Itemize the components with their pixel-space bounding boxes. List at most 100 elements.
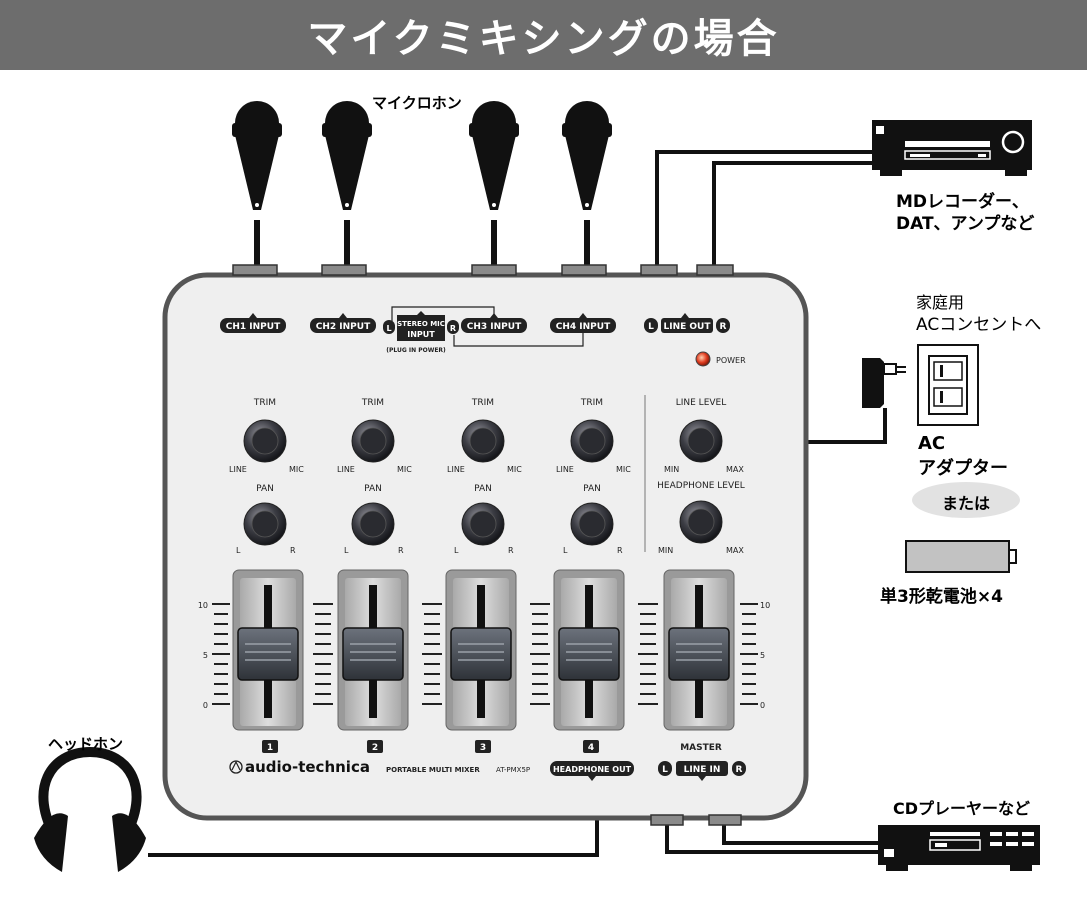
battery-icon: [905, 540, 1017, 573]
stereo-mic-line2: INPUT: [407, 330, 435, 339]
scale-0-left: 0: [203, 701, 208, 710]
pan-label: PAN: [256, 484, 274, 494]
trim-right-label: MIC: [289, 465, 304, 474]
headphone-out-label: HEADPHONE OUT: [550, 761, 634, 781]
ch1-input-label: CH1 INPUT: [226, 322, 281, 332]
outlet-label-2: ACコンセントへ: [916, 315, 1042, 335]
fader-master: [663, 569, 735, 731]
line-out-r: R: [720, 322, 727, 332]
faders: [232, 569, 735, 731]
microphones: [232, 101, 612, 270]
plug-in-power-note: (PLUG IN POWER): [386, 347, 446, 354]
stereo-mic-line1: STEREO MIC: [397, 320, 445, 328]
trim-label: TRIM: [471, 398, 494, 408]
line-level-max: MAX: [726, 465, 744, 474]
pan-right-label: R: [508, 546, 514, 555]
ac-adapter-label-2: アダプター: [918, 458, 1008, 479]
fader-ticks: [212, 603, 758, 705]
pan-knobs: PAN L R PAN L R PAN L R PAN L R: [236, 481, 745, 555]
scale-5-right: 5: [760, 651, 765, 660]
headphone-level-knob: HEADPHONE LEVEL MIN MAX: [657, 481, 745, 555]
headphone-level-min: MIN: [658, 546, 673, 555]
pan-label: PAN: [583, 484, 601, 494]
brand-block: audio-technica PORTABLE MULTI MIXER AT-P…: [229, 758, 530, 776]
input-labels: CH1 INPUT CH2 INPUT CH3 INPUT CH4 INPUT: [220, 313, 616, 333]
channel-2-number: 2: [372, 743, 378, 753]
trim-right-label: MIC: [616, 465, 631, 474]
power-led-icon: [695, 351, 711, 367]
line-out-text: LINE OUT: [664, 322, 712, 332]
stereo-mic-r: R: [450, 324, 456, 333]
trim-label: TRIM: [361, 398, 384, 408]
trim-knob-ch1: TRIM LINE MIC: [229, 398, 304, 474]
line-in-text: LINE IN: [684, 765, 721, 775]
page-title: マイクミキシングの場合: [307, 16, 780, 62]
ch2-input-label: CH2 INPUT: [316, 322, 371, 332]
fader-scale: 10 5 0 10 5 0: [198, 601, 770, 710]
md-recorder-icon: [872, 120, 1032, 176]
ch4-input-label: CH4 INPUT: [556, 322, 611, 332]
trim-right-label: MIC: [397, 465, 412, 474]
outlet-label-1: 家庭用: [916, 293, 965, 312]
headphone-level-label: HEADPHONE LEVEL: [657, 481, 745, 491]
or-label: または: [941, 494, 990, 513]
trim-knobs: TRIM LINE MIC TRIM LINE MIC TRIM LINE MI…: [229, 398, 744, 474]
cables: [148, 150, 887, 857]
stereo-mic-input: L STEREO MIC INPUT R (PLUG IN POWER): [383, 306, 584, 354]
line-out-l: L: [648, 322, 654, 332]
fader-cap-icon[interactable]: [558, 627, 620, 681]
ch3-input-label: CH3 INPUT: [467, 322, 522, 332]
model-description: PORTABLE MULTI MIXER: [386, 766, 480, 774]
channel-numbers: 1 2 3 4 MASTER: [262, 740, 722, 753]
microphone-icon: [322, 101, 372, 270]
microphone-icon: [562, 101, 612, 270]
scale-5-left: 5: [203, 651, 208, 660]
pan-label: PAN: [474, 484, 492, 494]
fader-cap-icon[interactable]: [237, 627, 299, 681]
microphone-icon: [232, 101, 282, 270]
scale-10-left: 10: [198, 601, 208, 610]
scale-0-right: 0: [760, 701, 765, 710]
line-in-label: L LINE IN R: [658, 761, 746, 781]
cd-player-label: CDプレーヤーなど: [893, 799, 1031, 818]
trim-knob-ch4: TRIM LINE MIC: [556, 398, 631, 474]
brand-name: audio-technica: [245, 758, 370, 776]
pan-knob-ch4: PAN L R: [563, 484, 623, 555]
fader-ch3: [445, 569, 517, 731]
fader-cap-icon[interactable]: [450, 627, 512, 681]
headphone-level-max: MAX: [726, 546, 744, 555]
md-recorder-label-1: MDレコーダー、: [896, 192, 1029, 212]
model-number: AT-PMX5P: [496, 766, 530, 774]
fader-cap-icon[interactable]: [342, 627, 404, 681]
trim-knob-ch2: TRIM LINE MIC: [337, 398, 412, 474]
pan-right-label: R: [617, 546, 623, 555]
pan-knob-ch3: PAN L R: [454, 484, 514, 555]
line-level-knob: LINE LEVEL MIN MAX: [664, 398, 744, 474]
ac-adapter-icon: [862, 358, 906, 408]
trim-left-label: LINE: [447, 465, 465, 474]
pan-knob-ch2: PAN L R: [344, 484, 404, 555]
line-in-r: R: [736, 765, 743, 775]
trim-left-label: LINE: [229, 465, 247, 474]
pan-left-label: L: [344, 546, 349, 555]
trim-right-label: MIC: [507, 465, 522, 474]
power-indicator: POWER: [695, 351, 746, 367]
headphone-out-text: HEADPHONE OUT: [553, 765, 632, 774]
stereo-mic-l: L: [386, 324, 391, 333]
cd-player-icon: [878, 825, 1040, 871]
trim-left-label: LINE: [337, 465, 355, 474]
scale-10-right: 10: [760, 601, 770, 610]
pan-left-label: L: [454, 546, 459, 555]
or-badge: [912, 482, 1020, 518]
pan-right-label: R: [398, 546, 404, 555]
ac-adapter-label-1: AC: [918, 433, 946, 454]
input-jacks: [232, 264, 742, 826]
line-level-label: LINE LEVEL: [676, 398, 727, 408]
fader-cap-icon[interactable]: [668, 627, 730, 681]
pan-right-label: R: [290, 546, 296, 555]
headphones-icon: [34, 746, 146, 872]
pan-label: PAN: [364, 484, 382, 494]
fader-ch1: [232, 569, 304, 731]
line-out-label: L LINE OUT R: [644, 313, 730, 333]
